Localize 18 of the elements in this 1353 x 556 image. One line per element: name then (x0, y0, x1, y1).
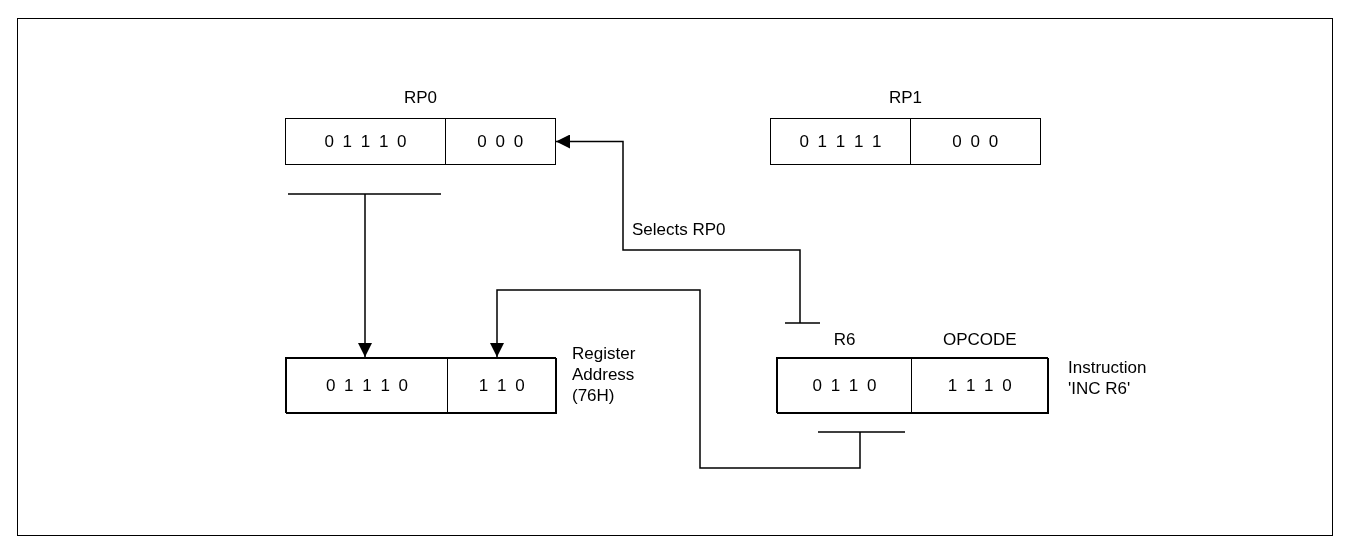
connector-arrow (287, 193, 442, 358)
bit-field: 1 1 1 0 (910, 358, 1049, 414)
register-label: RP0 (402, 88, 439, 108)
bit-field: 0 1 1 1 0 (285, 118, 446, 165)
bit-field: 0 0 0 (444, 118, 556, 165)
bit-field: 0 1 1 1 0 (286, 358, 448, 414)
field-label: OPCODE (941, 330, 1018, 350)
connector-arrow (555, 134, 821, 324)
register-caption: Register Address (76H) (572, 343, 637, 406)
bit-field: 0 1 1 1 1 (770, 118, 911, 165)
connector-arrow (490, 289, 906, 469)
register-box (285, 357, 556, 413)
register-label: RP1 (887, 88, 924, 108)
bit-field: 1 1 0 (446, 358, 557, 414)
bit-field: 0 1 1 0 (777, 358, 912, 414)
bit-field: 0 0 0 (909, 118, 1041, 165)
register-caption: Instruction 'INC R6' (1068, 357, 1148, 399)
field-label: R6 (832, 330, 857, 350)
